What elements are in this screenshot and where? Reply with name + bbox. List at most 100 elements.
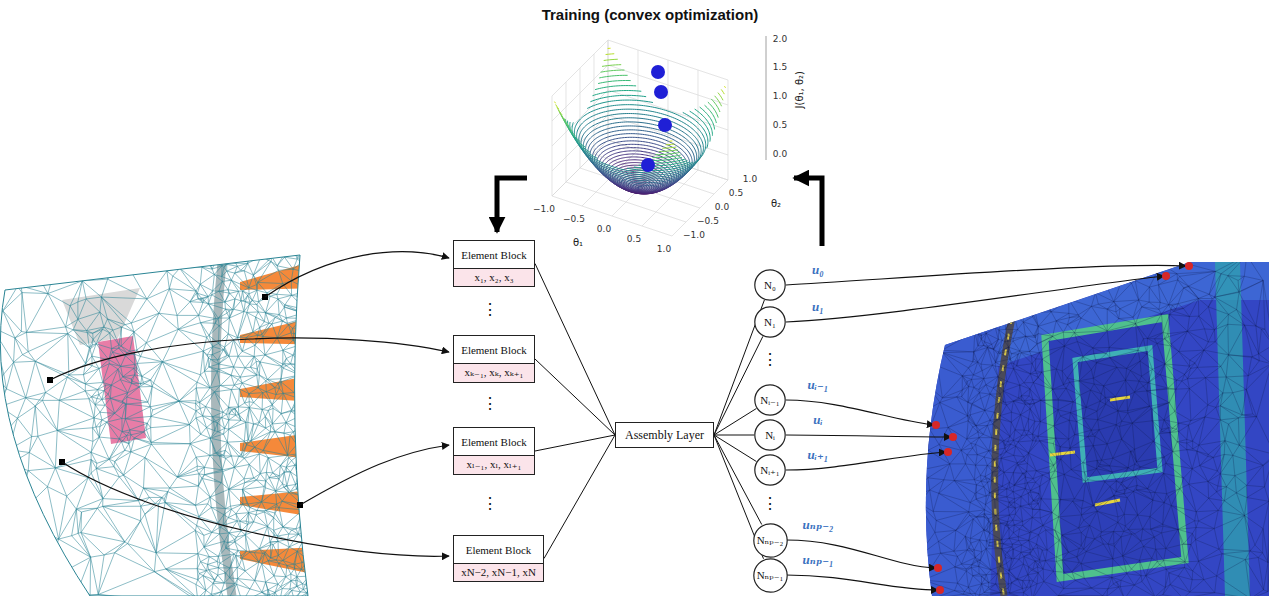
iterate-dot <box>658 118 672 132</box>
block-variables: xₖ₋₁, xₖ, xₖ₊₁ <box>454 363 534 382</box>
connector-line <box>535 359 615 435</box>
contour-line <box>586 126 695 183</box>
contour-line <box>574 105 705 173</box>
tick-label: −1.0 <box>683 230 705 240</box>
grid-line <box>552 40 608 96</box>
contour-line <box>570 122 591 152</box>
tick-label: 0.0 <box>597 224 611 234</box>
contour-line <box>705 105 717 123</box>
tick-label: −1.0 <box>533 204 555 214</box>
ellipsis-dots: ⋮ <box>762 352 778 368</box>
tick-label: 1.0 <box>743 174 757 184</box>
plot-grid <box>552 40 728 236</box>
training-arrow <box>497 178 527 232</box>
output-node: Nₙₚ₋₂ <box>753 523 788 558</box>
displacement-arrow <box>786 276 1164 322</box>
contour-line <box>601 70 625 72</box>
displacement-label: u₁ <box>812 300 824 315</box>
mesh-point <box>1185 262 1193 270</box>
axis-label: θ₁ <box>573 237 583 249</box>
displacement-label: uᵢ <box>813 413 822 428</box>
element-block: Element Blockxₖ₋₁, xₖ, xₖ₊₁ <box>453 335 535 383</box>
contour-line <box>718 93 723 101</box>
displacement-label: uₙₚ₋₁ <box>802 553 833 568</box>
contour-line <box>715 96 722 106</box>
leader-arrow <box>50 338 449 380</box>
displacement-arrows <box>786 262 1193 594</box>
mesh-point <box>944 448 952 456</box>
ellipsis-dots: ⋮ <box>482 396 498 412</box>
node-label: N₁ <box>764 316 776 328</box>
connector-line <box>535 264 615 436</box>
grid-line <box>608 40 728 80</box>
mesh-point <box>932 421 940 429</box>
node-label: Nᵢ <box>765 429 775 441</box>
node-label: Nₙₚ₋₁ <box>757 569 784 582</box>
node-circle <box>755 307 785 337</box>
displacement-label: uᵢ₊₁ <box>808 448 829 463</box>
contour-line <box>662 147 676 148</box>
leader-arrow <box>62 462 449 556</box>
tick-label: 2.0 <box>773 34 787 44</box>
layer-label: Assembly Layer <box>617 428 712 443</box>
contour-line <box>564 118 576 136</box>
element-block: Element Blockx₁, x₂, x₃ <box>453 240 535 287</box>
contour-line <box>721 89 724 94</box>
node-label: Nₙₚ₋₂ <box>757 534 784 547</box>
field-band <box>900 310 1000 596</box>
output-node: Nᵢ₋₁ <box>754 384 786 416</box>
tick-label: 0.0 <box>773 149 787 159</box>
contour-line <box>599 75 627 78</box>
contour-line <box>606 53 615 55</box>
node-label: Nᵢ₊₁ <box>760 464 779 477</box>
displacement-arrow <box>786 435 951 437</box>
node-circle <box>753 558 786 591</box>
figure-title: Training (convex optimization) <box>542 6 759 23</box>
tick-label: 1.5 <box>773 62 787 72</box>
tick-label: 1.0 <box>773 91 787 101</box>
contour-line <box>604 59 618 60</box>
connector-line <box>544 435 615 559</box>
mesh-edges <box>900 251 1269 596</box>
contour-line <box>565 119 580 141</box>
ellipsis-dots: ⋮ <box>482 302 498 318</box>
element-block: Element BlockxN−2, xN−1, xN <box>453 535 544 582</box>
tick-label: 0.5 <box>627 234 641 244</box>
node-circle <box>753 523 786 556</box>
node-label: Nᵢ₋₁ <box>760 394 779 407</box>
iterate-dots <box>641 65 672 172</box>
cost-surface <box>554 48 725 194</box>
contour-line <box>595 86 636 90</box>
mesh-point <box>1162 272 1170 280</box>
block-variables: xₗ₋₁, xₗ, xₗ₊₁ <box>454 455 534 474</box>
iterate-dot <box>651 65 665 79</box>
contour-line <box>568 121 586 148</box>
result-mesh <box>900 250 1269 596</box>
contour-line <box>700 107 715 129</box>
tick-label: 0.5 <box>773 120 787 130</box>
tick-label: 1.0 <box>657 244 671 254</box>
contour-line <box>608 48 611 49</box>
mesh-point <box>936 586 944 594</box>
connector-line <box>714 408 756 435</box>
contour-line <box>669 140 672 141</box>
contour-line <box>592 91 641 96</box>
element-block: Element Blockxₗ₋₁, xₗ, xₗ₊₁ <box>453 427 535 475</box>
connector-line <box>535 435 615 451</box>
connector-line <box>714 336 763 435</box>
axis-label: J(θ₁, θ₂) <box>794 71 806 108</box>
contour-line <box>554 102 555 104</box>
contour-line <box>652 155 680 158</box>
output-node: N₀ <box>754 269 786 301</box>
contour-line <box>556 104 559 109</box>
assembly-layer: Assembly Layer <box>615 422 714 448</box>
grid-line <box>608 65 728 105</box>
leader-arrow <box>265 252 449 297</box>
displacement-arrow <box>786 540 936 568</box>
block-title: Element Block <box>454 536 543 563</box>
iterate-dot <box>654 85 668 99</box>
ellipsis-dots: ⋮ <box>762 496 778 512</box>
axis-label: θ₂ <box>771 198 781 210</box>
